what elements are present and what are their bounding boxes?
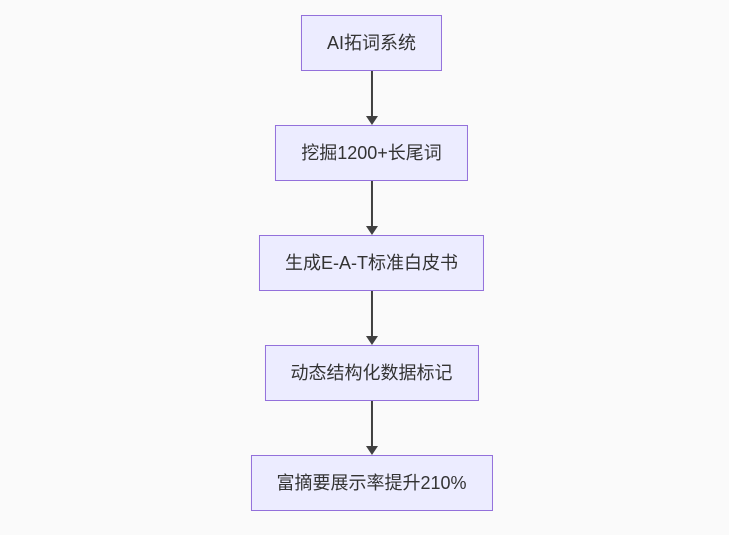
arrow-down-icon: [365, 401, 378, 455]
arrowhead-icon: [365, 336, 378, 345]
flowchart: AI拓词系统 挖掘1200+长尾词 生成E-A-T标准白皮书 动态结构化数据标记: [250, 0, 493, 511]
arrowhead-icon: [365, 446, 378, 455]
arrow-down-icon: [365, 71, 378, 125]
flow-node-longtail-mining: 挖掘1200+长尾词: [275, 125, 468, 181]
arrowhead-icon: [365, 226, 378, 235]
flow-node-label: 挖掘1200+长尾词: [301, 143, 442, 163]
arrowhead-icon: [365, 116, 378, 125]
flow-node-label: 生成E-A-T标准白皮书: [284, 253, 458, 273]
flow-node-ai-system: AI拓词系统: [300, 15, 443, 71]
flow-node-label: AI拓词系统: [326, 33, 417, 53]
flow-node-structured-data: 动态结构化数据标记: [264, 345, 479, 401]
flow-node-label: 富摘要展示率提升210%: [276, 473, 467, 493]
arrow-down-icon: [365, 291, 378, 345]
flow-node-rich-snippet-result: 富摘要展示率提升210%: [250, 455, 493, 511]
flow-node-label: 动态结构化数据标记: [290, 363, 453, 383]
flow-node-eat-whitepaper: 生成E-A-T标准白皮书: [258, 235, 484, 291]
edge-line: [370, 291, 373, 339]
edge-line: [370, 181, 373, 229]
edge-line: [370, 71, 373, 119]
edge-line: [370, 401, 373, 449]
arrow-down-icon: [365, 181, 378, 235]
